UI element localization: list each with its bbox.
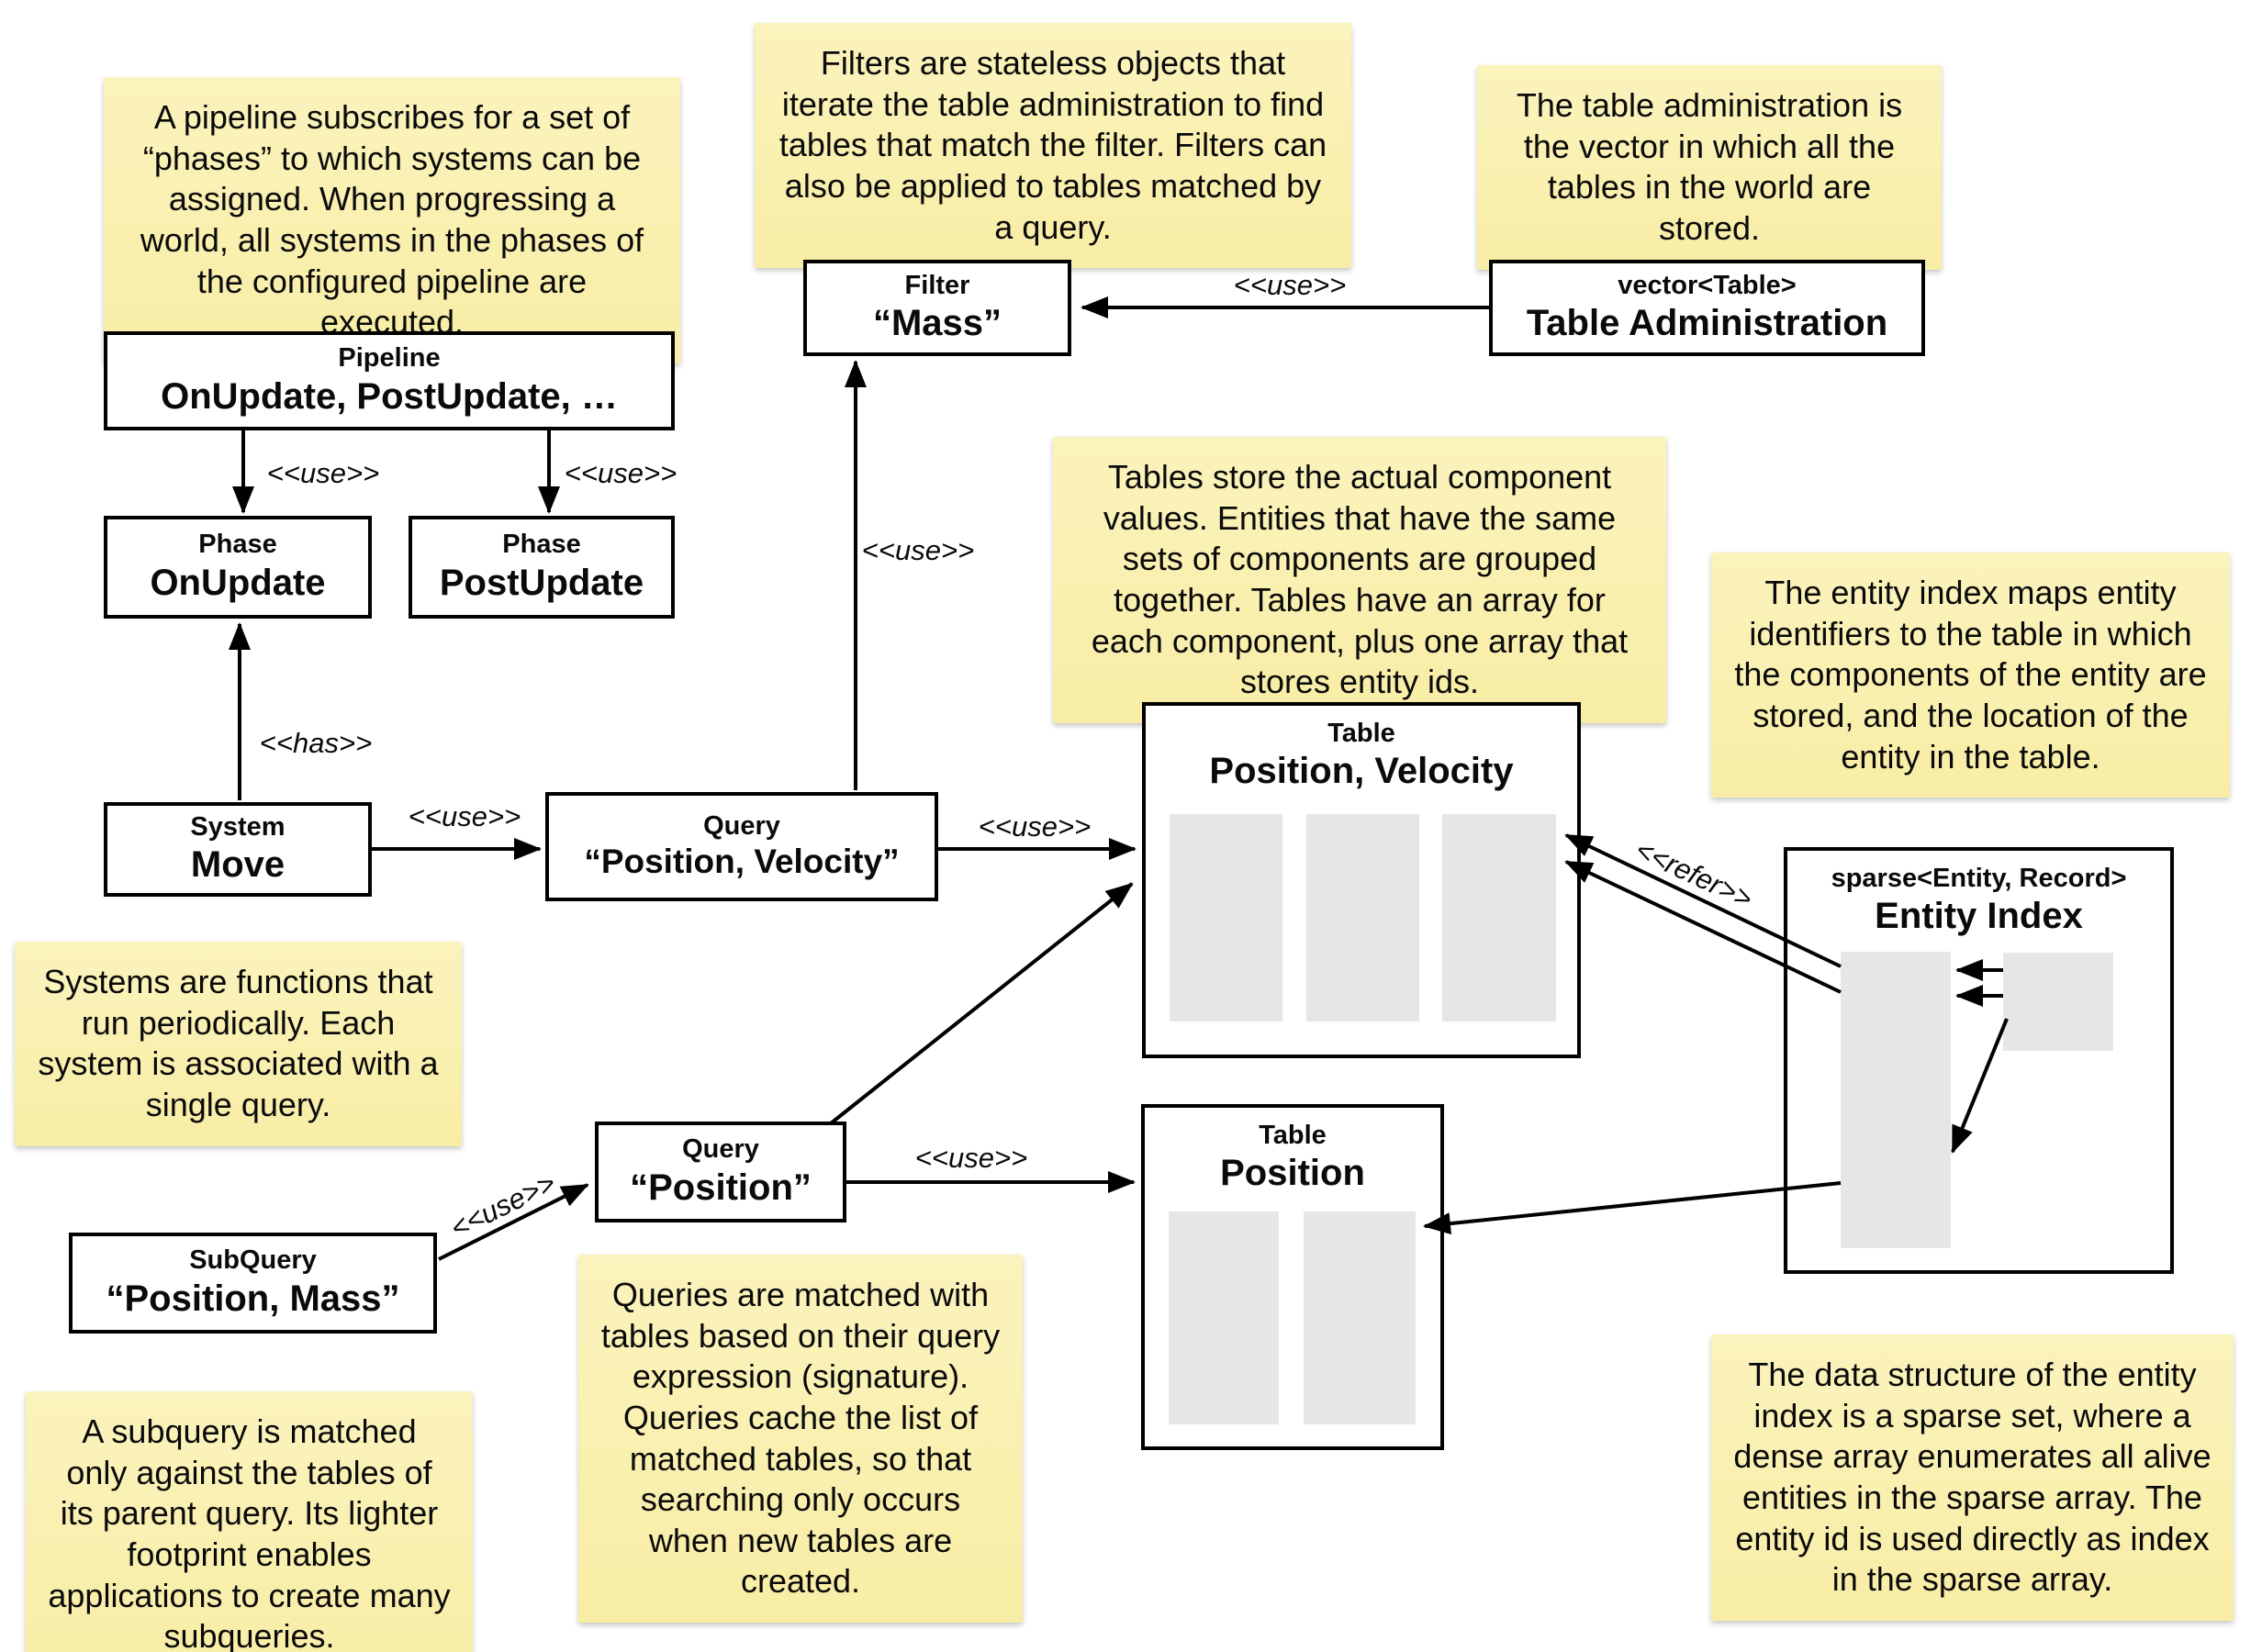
box-table-position-velocity: Table Position, Velocity <box>1142 702 1581 1058</box>
box-subquery-position-mass: SubQuery “Position, Mass” <box>69 1233 437 1334</box>
edge-queryposition-use-tablepv <box>829 882 1134 1125</box>
box-filter-mass-subtitle: “Mass” <box>872 303 1002 344</box>
box-query-position: Query “Position” <box>595 1122 846 1222</box>
entity-id-array <box>1442 814 1556 1021</box>
box-query-position-title: Query <box>682 1134 759 1165</box>
note-queries: Queries are matched with tables based on… <box>578 1255 1023 1623</box>
note-tables: Tables store the actual component values… <box>1053 437 1666 723</box>
dense-array <box>2003 953 2113 1051</box>
box-entity-index-title: sparse<Entity, Record> <box>1831 864 2127 893</box>
edge-label-use: <<use>> <box>564 457 677 489</box>
box-table-administration-subtitle: Table Administration <box>1526 303 1888 344</box>
box-pipeline: Pipeline OnUpdate, PostUpdate, … <box>104 331 675 430</box>
box-phase-onupdate: Phase OnUpdate <box>104 516 372 619</box>
box-table-administration-title: vector<Table> <box>1618 270 1797 300</box>
edge-label-use: <<use>> <box>914 1142 1028 1174</box>
edge-label-use: <<use>> <box>861 534 975 566</box>
edge-label-use: <<use>> <box>978 810 1092 843</box>
box-pipeline-subtitle: OnUpdate, PostUpdate, … <box>161 375 618 417</box>
box-phase-postupdate: Phase PostUpdate <box>409 516 675 619</box>
component-array <box>1306 814 1419 1021</box>
note-pipeline: A pipeline subscribes for a set of “phas… <box>104 77 680 363</box>
box-filter-mass: Filter “Mass” <box>803 260 1071 356</box>
sparse-array <box>1841 952 1951 1248</box>
box-subquery-position-mass-subtitle: “Position, Mass” <box>106 1278 400 1319</box>
box-table-position: Table Position <box>1141 1104 1444 1450</box>
box-table-position-velocity-subtitle: Position, Velocity <box>1209 751 1514 792</box>
note-entity-index: The entity index maps entity identifiers… <box>1711 553 2230 798</box>
box-pipeline-title: Pipeline <box>338 343 441 374</box>
entity-id-array <box>1304 1211 1416 1424</box>
note-table-administration: The table administration is the vector i… <box>1477 65 1942 270</box>
box-query-position-velocity: Query “Position, Velocity” <box>545 792 938 901</box>
note-filters: Filters are stateless objects that itera… <box>755 23 1351 269</box>
edge-label-use: <<use>> <box>1233 269 1347 301</box>
note-entity-index-structure: The data structure of the entity index i… <box>1711 1334 2234 1621</box>
box-phase-postupdate-title: Phase <box>502 530 581 560</box>
box-table-position-subtitle: Position <box>1220 1153 1365 1194</box>
box-filter-mass-title: Filter <box>904 270 970 300</box>
box-system-move-subtitle: Move <box>190 844 286 886</box>
box-system-move: System Move <box>104 802 372 897</box>
box-phase-postupdate-subtitle: PostUpdate <box>439 562 644 603</box>
edge-label-use: <<use>> <box>266 457 380 489</box>
component-array <box>1169 1211 1279 1424</box>
box-phase-onupdate-subtitle: OnUpdate <box>150 562 326 603</box>
box-subquery-position-mass-title: SubQuery <box>189 1245 317 1276</box>
box-system-move-title: System <box>190 811 286 842</box>
box-query-position-velocity-subtitle: “Position, Velocity” <box>584 842 900 880</box>
component-array <box>1170 814 1282 1021</box>
edge-label-has: <<has>> <box>259 727 373 759</box>
edge-entityindex-refer-tableposition <box>1423 1181 1842 1235</box>
box-table-position-title: Table <box>1259 1121 1327 1150</box>
box-table-administration: vector<Table> Table Administration <box>1489 260 1925 356</box>
edge-label-use: <<use>> <box>445 1166 561 1245</box>
note-subquery: A subquery is matched only against the t… <box>26 1391 473 1652</box>
box-query-position-velocity-title: Query <box>703 810 780 841</box>
note-systems: Systems are functions that run periodica… <box>15 942 462 1146</box>
edge-label-use: <<use>> <box>408 800 521 832</box>
box-query-position-subtitle: “Position” <box>630 1166 812 1208</box>
edge-label-refer: <<refer>> <box>1630 832 1758 916</box>
box-entity-index-subtitle: Entity Index <box>1875 896 2083 937</box>
box-phase-onupdate-title: Phase <box>198 530 277 560</box>
box-table-position-velocity-title: Table <box>1327 719 1395 748</box>
box-entity-index: sparse<Entity, Record> Entity Index <box>1784 847 2174 1274</box>
